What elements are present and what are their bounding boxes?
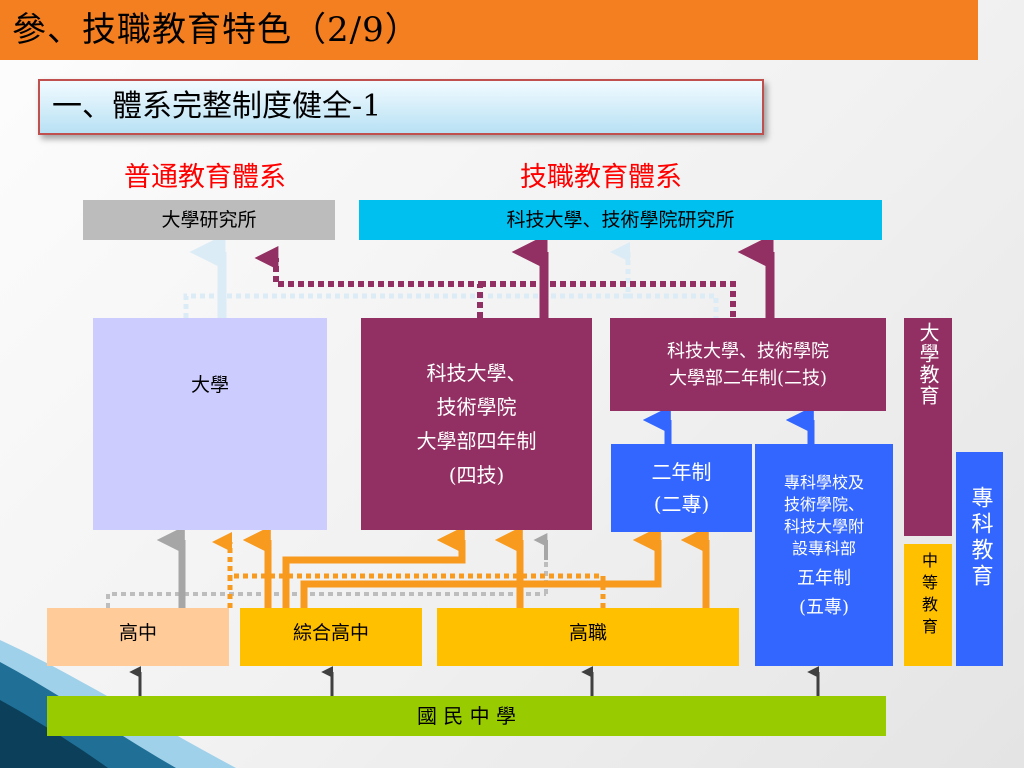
five-year-line-3: 科技大學附: [783, 517, 864, 536]
orange-arrow-comprehensive-to-two-year-college: [300, 526, 662, 608]
orange-arrow-comprehensive-to-four-year: [282, 526, 466, 608]
orange-dotted-path: [227, 573, 606, 608]
two-year-upper-line-2: 大學部二年制(二技): [668, 367, 828, 389]
five-year-line-5: 五年制: [797, 568, 851, 589]
five-year-line-4: 設專科部: [791, 539, 856, 558]
five-year-line-2: 技術學院、: [783, 495, 864, 514]
five-year-line-6: (五專): [798, 597, 850, 618]
four-year-program-box: 科技大學、 技術學院 大學部四年制 (四技): [361, 318, 592, 530]
junior-college-education-label: 專科教育: [956, 452, 1003, 666]
four-year-line-3: 大學部四年制: [416, 429, 537, 453]
two-year-upper-line-1: 科技大學、技術學院: [667, 340, 829, 362]
two-year-college-line-1: 二年制: [651, 460, 712, 484]
two-year-university-program-box: 科技大學、技術學院 大學部二年制(二技): [610, 318, 886, 411]
senior-high-box: 高中: [47, 608, 229, 666]
five-year-line-1: 專科學校及: [783, 473, 864, 492]
two-year-college-line-2: (二專): [653, 492, 710, 516]
vocational-high-box: 高職: [437, 608, 739, 666]
four-year-line-2: 技術學院: [436, 395, 517, 419]
university-box: 大學: [93, 318, 327, 530]
heading-general-education: 普通教育體系: [124, 162, 286, 193]
subtitle-box: [38, 79, 764, 135]
subtitle: 一、體系完整制度健全-1: [52, 89, 382, 124]
page-title: 參、技職教育特色（2/9）: [12, 10, 420, 50]
tech-graduate-institute-box: 科技大學、技術學院研究所: [359, 200, 882, 240]
four-year-line-1: 科技大學、: [426, 361, 527, 385]
maroon-dotted-path: [254, 246, 483, 318]
university-education-text: 大學教育: [916, 322, 940, 406]
four-year-line-4: (四技): [448, 463, 505, 487]
two-year-college-box: 二年制 (二專): [611, 444, 752, 532]
maroon-dotted-path-2: [480, 281, 736, 318]
junior-high-box: 國 民 中 學: [47, 696, 886, 736]
heading-vocational-education: 技職教育體系: [520, 162, 682, 193]
title-bar: [0, 0, 978, 60]
comprehensive-high-box: 綜合高中: [240, 608, 422, 666]
secondary-education-text: 中等教育: [919, 552, 938, 640]
five-year-college-box: 專科學校及 技術學院、 科技大學附 設專科部 五年制 (五專): [755, 444, 893, 666]
secondary-education-label: 中等教育: [904, 544, 952, 666]
university-education-label: 大學教育: [904, 318, 952, 536]
junior-college-education-text: 專科教育: [967, 486, 993, 590]
graduate-institute-box: 大學研究所: [83, 200, 335, 240]
light-dotted-paths: [183, 258, 719, 318]
